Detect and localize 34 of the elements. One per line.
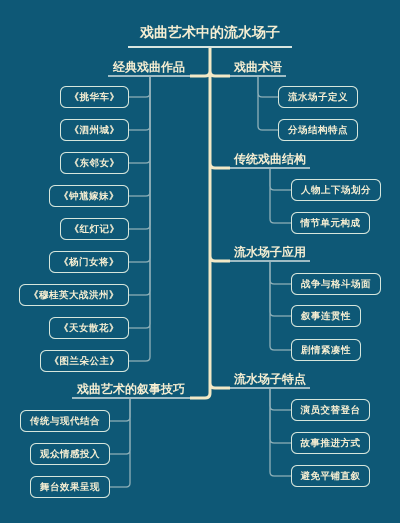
topic-box: 分场结构特点 (278, 119, 358, 141)
branch-heading: 传统戏曲结构 (230, 152, 310, 169)
topic-box: 《天女散花》 (49, 317, 129, 339)
connector-line (257, 77, 278, 131)
topic-box: 叙事连贯性 (291, 305, 361, 327)
connector-line (269, 169, 291, 224)
topic-box: 避免平铺直叙 (291, 465, 370, 487)
topic-box: 《图兰朵公主》 (40, 350, 129, 372)
topic-box: 《泗州城》 (60, 119, 129, 141)
topic-box: 战争与格斗场面 (291, 273, 381, 295)
topic-box: 《钟馗嫁妹》 (49, 185, 129, 207)
topic-box: 《挑华车》 (60, 86, 129, 108)
topic-box: 《红灯记》 (60, 218, 129, 240)
topic-box: 舞台效果呈现 (30, 476, 110, 498)
connector-line (269, 389, 291, 477)
branch-heading: 流水场子应用 (230, 245, 310, 262)
topic-box: 传统与现代结合 (20, 410, 110, 432)
branch-heading: 经典戏曲作品 (108, 60, 190, 77)
topic-box: 观众情感投入 (30, 443, 110, 465)
topic-box: 《东邻女》 (60, 152, 129, 174)
topic-box: 情节单元构成 (291, 212, 370, 234)
branch-heading: 戏曲艺术的叙事技巧 (72, 382, 190, 399)
topic-box: 演员交替登台 (291, 399, 370, 421)
topic-box: 《杨门女将》 (49, 251, 129, 273)
connector-line (269, 262, 291, 351)
branch-heading: 流水场子特点 (230, 372, 310, 389)
branch-heading: 戏曲术语 (230, 60, 286, 77)
title-heading: 戏曲艺术中的流水场子 (128, 20, 292, 48)
branch-connector (190, 48, 212, 400)
topic-box: 人物上下场划分 (291, 179, 381, 201)
topic-box: 剧情紧凑性 (291, 339, 361, 361)
topic-box: 故事推进方式 (291, 432, 370, 454)
topic-box: 流水场子定义 (278, 86, 358, 108)
topic-box: 《穆桂英大战洪州》 (19, 284, 129, 306)
